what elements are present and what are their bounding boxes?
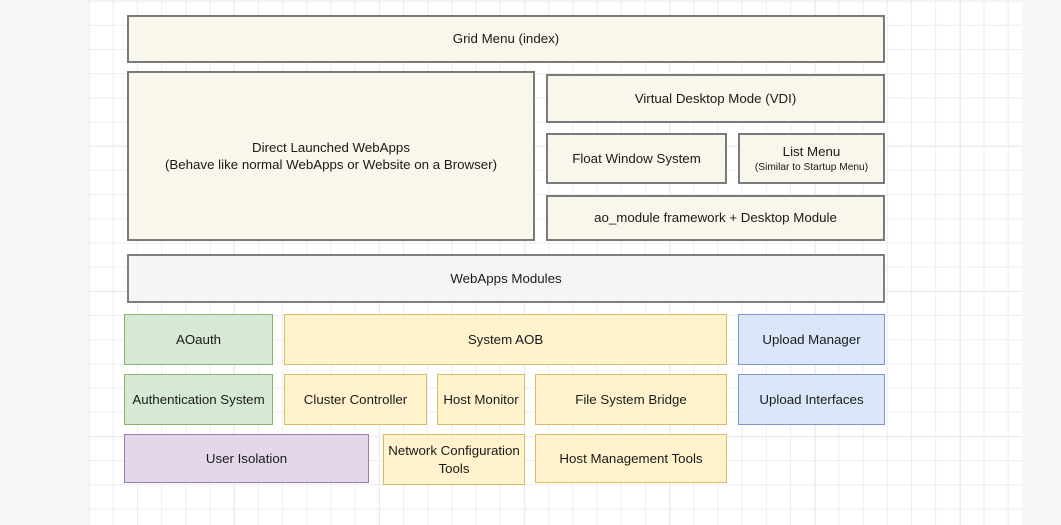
node-label: Upload Manager — [762, 331, 860, 348]
node-upload-interfaces[interactable]: Upload Interfaces — [738, 374, 885, 425]
node-ao-module-framework[interactable]: ao_module framework + Desktop Module — [546, 195, 885, 241]
node-cluster-controller[interactable]: Cluster Controller — [284, 374, 427, 425]
node-system-aob[interactable]: System AOB — [284, 314, 727, 365]
node-host-monitor[interactable]: Host Monitor — [437, 374, 525, 425]
node-direct-launched-webapps[interactable]: Direct Launched WebApps (Behave like nor… — [127, 71, 535, 241]
node-label: Host Management Tools — [559, 450, 702, 467]
node-upload-manager[interactable]: Upload Manager — [738, 314, 885, 365]
node-host-management-tools[interactable]: Host Management Tools — [535, 434, 727, 483]
node-label: User Isolation — [206, 450, 287, 467]
node-network-configuration-tools[interactable]: Network Configuration Tools — [383, 434, 525, 485]
node-label: ao_module framework + Desktop Module — [594, 209, 837, 226]
node-label: Authentication System — [132, 391, 264, 408]
node-label: System AOB — [468, 331, 543, 348]
node-sublabel: (Similar to Startup Menu) — [755, 161, 868, 174]
node-label: AOauth — [176, 331, 221, 348]
node-webapps-modules[interactable]: WebApps Modules — [127, 254, 885, 303]
node-virtual-desktop-mode[interactable]: Virtual Desktop Mode (VDI) — [546, 74, 885, 123]
node-label: Upload Interfaces — [759, 391, 863, 408]
node-sublabel: (Behave like normal WebApps or Website o… — [165, 156, 497, 173]
node-grid-menu[interactable]: Grid Menu (index) — [127, 15, 885, 63]
node-list-menu[interactable]: List Menu (Similar to Startup Menu) — [738, 133, 885, 184]
node-user-isolation[interactable]: User Isolation — [124, 434, 369, 483]
node-label: WebApps Modules — [450, 270, 561, 287]
node-aoauth[interactable]: AOauth — [124, 314, 273, 365]
node-label: Host Monitor — [443, 391, 518, 408]
node-authentication-system[interactable]: Authentication System — [124, 374, 273, 425]
node-label: List Menu — [783, 143, 841, 160]
node-label: File System Bridge — [575, 391, 687, 408]
node-float-window-system[interactable]: Float Window System — [546, 133, 727, 184]
node-file-system-bridge[interactable]: File System Bridge — [535, 374, 727, 425]
node-label: Float Window System — [572, 150, 701, 167]
node-label: Cluster Controller — [304, 391, 407, 408]
node-label: Direct Launched WebApps — [252, 139, 410, 156]
node-label: Grid Menu (index) — [453, 30, 559, 47]
node-label: Virtual Desktop Mode (VDI) — [635, 90, 797, 107]
node-label: Network Configuration Tools — [388, 442, 520, 477]
